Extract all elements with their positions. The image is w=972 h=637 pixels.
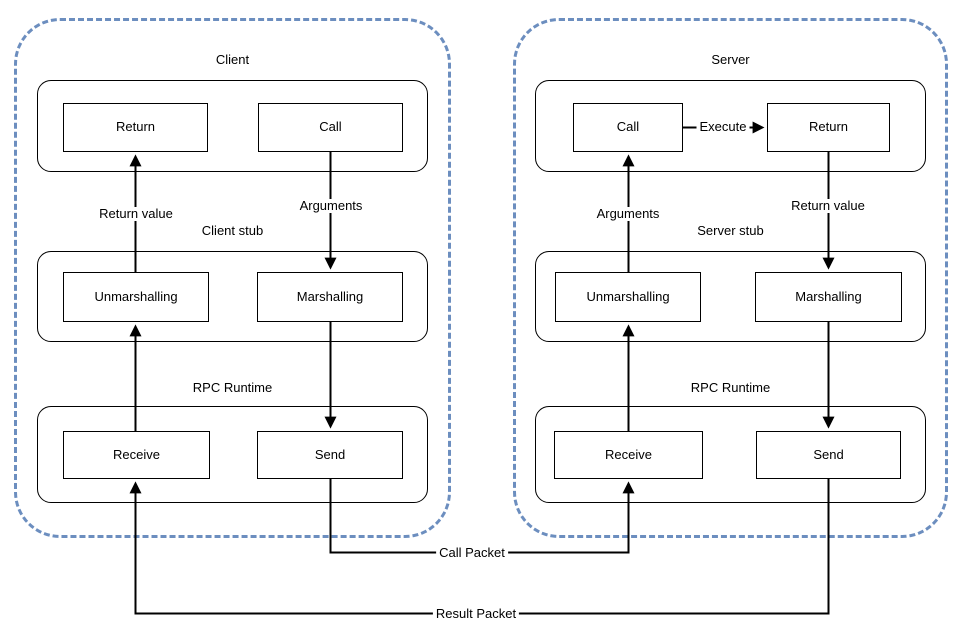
server-receive-box: Receive [554, 431, 703, 479]
client-receive-box: Receive [63, 431, 210, 479]
call-packet-label: Call Packet [436, 546, 508, 560]
server-unmarshalling-box: Unmarshalling [555, 272, 701, 322]
server-execute-label: Execute [696, 120, 750, 134]
client-marshalling-box: Marshalling [257, 272, 403, 322]
server-send-box: Send [756, 431, 901, 479]
client-unmarshalling-box: Unmarshalling [63, 272, 209, 322]
server-stub-label: Server stub [697, 223, 764, 238]
server-return-value-label: Return value [788, 199, 868, 213]
client-send-box: Send [257, 431, 403, 479]
server-runtime-label: RPC Runtime [690, 380, 771, 395]
client-title: Client [215, 52, 250, 67]
server-marshalling-box: Marshalling [755, 272, 902, 322]
server-return-box: Return [767, 103, 890, 152]
client-arguments-label: Arguments [296, 199, 366, 213]
server-arguments-label: Arguments [593, 207, 663, 221]
client-call-box: Call [258, 103, 403, 152]
server-call-box: Call [573, 103, 683, 152]
client-return-box: Return [63, 103, 208, 152]
result-packet-label: Result Packet [432, 607, 520, 621]
client-stub-label: Client stub [201, 223, 264, 238]
client-runtime-label: RPC Runtime [192, 380, 273, 395]
client-return-value-label: Return value [96, 207, 176, 221]
server-title: Server [711, 52, 750, 67]
